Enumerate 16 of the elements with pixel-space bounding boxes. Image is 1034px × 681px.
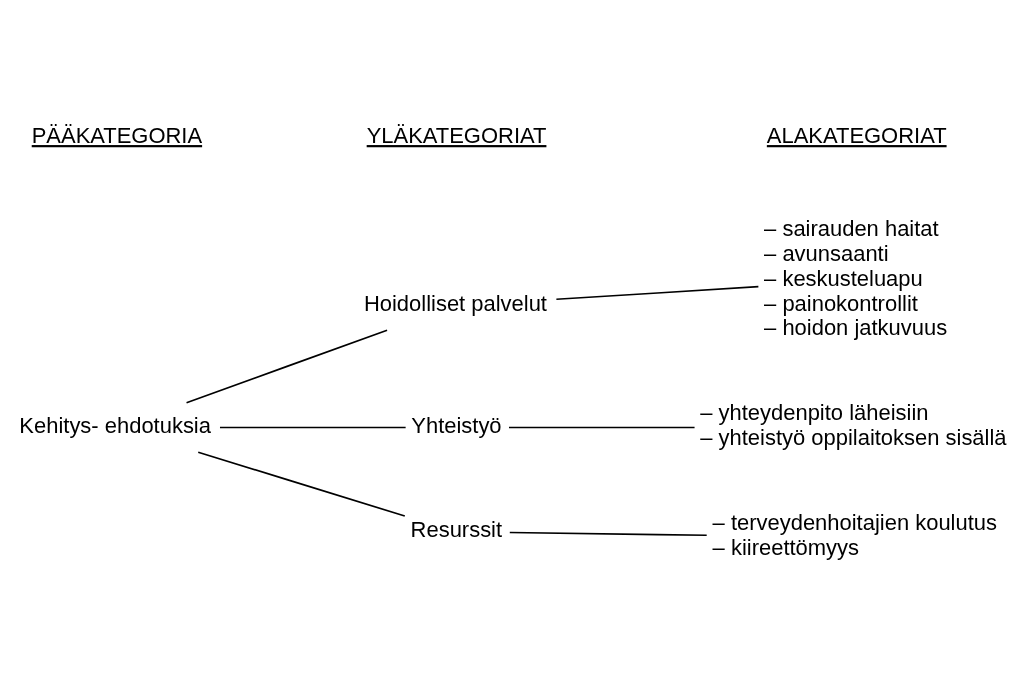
- connector: [508, 426, 696, 428]
- node-text: Hoidolliset palvelut: [363, 290, 547, 316]
- label: YLÄKATEGORIAT: [366, 122, 547, 148]
- connector: [219, 426, 407, 428]
- connector: [197, 450, 406, 517]
- label: PÄÄKATEGORIA: [31, 122, 203, 148]
- node-text: – yhteydenpito läheisiin – yhteistyö oppilaitoksen sisällä: [700, 399, 1007, 450]
- label: ALAKATEGORIAT: [766, 122, 947, 148]
- node-text: – sairauden haitat – avunsaanti – keskusteluapu – painokontrollit – hoidon jatkuvuus: [764, 215, 948, 340]
- node-text: Resurssit: [410, 516, 503, 542]
- node-text: – terveydenhoitajien koulutus – kiireettömyys: [712, 509, 997, 560]
- node-text: Yhteistyö: [411, 412, 502, 438]
- connector: [555, 285, 760, 300]
- connector: [185, 328, 388, 404]
- connector: [508, 531, 708, 536]
- node-text: Kehitys- ehdotuksia: [19, 412, 211, 438]
